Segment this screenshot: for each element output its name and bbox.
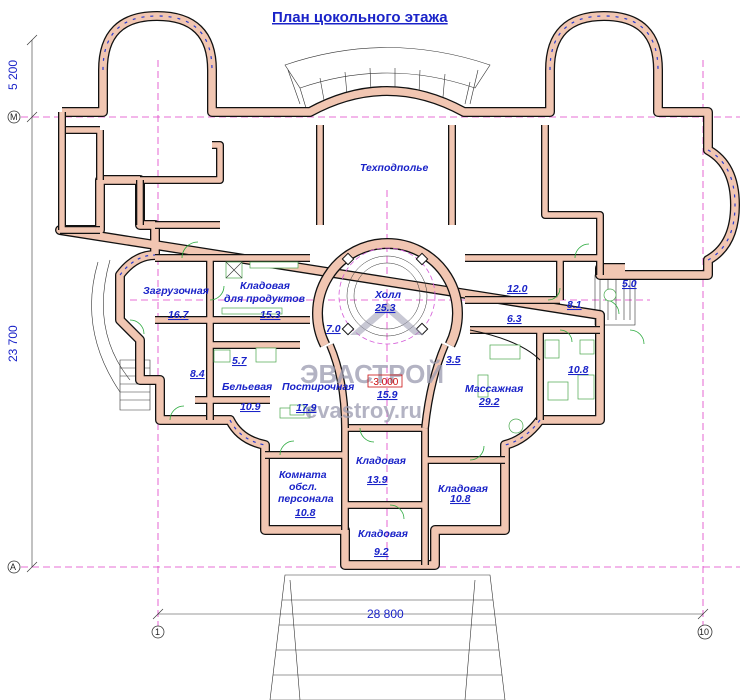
dim-height-main: 23 700 [6, 325, 20, 362]
windows [102, 15, 736, 446]
room-area-6-3: 6.3 [507, 313, 522, 325]
room-area-7-0: 7.0 [326, 323, 341, 335]
room-area-5-7: 5.7 [232, 355, 248, 367]
room-label-kladovaya-1: Кладовая [356, 455, 406, 467]
fixtures [213, 261, 617, 434]
room-label-belevaya: Бельевая [222, 381, 272, 393]
room-label-kladovaya-products: Кладовая [240, 280, 290, 292]
axis-10-label: 10 [699, 627, 709, 637]
dimension-lines [26, 34, 709, 620]
room-label-postirochnaya: Постирочная [282, 381, 354, 393]
room-area-postirochnaya: 17.9 [296, 402, 317, 414]
room-label-kladovaya-products-2: для продуктов [224, 293, 306, 305]
room-label-komnata-3: персонала [278, 493, 334, 505]
room-area-3-5: 3.5 [446, 354, 461, 366]
room-label-zagruzochnaya: Загрузочная [143, 285, 209, 297]
axis-markers: М А 1 10 [7, 110, 713, 640]
doors [129, 241, 645, 520]
inner-walls [58, 112, 604, 565]
room-area-12: 12.0 [507, 283, 528, 295]
room-label-massazhnaya: Массажная [465, 383, 523, 395]
watermark-brand: ЭВАСТРОЙ [300, 359, 444, 389]
stair-outlines [91, 47, 636, 700]
watermark-site: evastroy.ru [305, 398, 422, 423]
room-area-belevaya: 10.9 [240, 401, 261, 413]
axis-m-label: М [10, 112, 18, 122]
room-area-massazhnaya: 29.2 [478, 396, 500, 408]
room-area-kladovaya-3: 9.2 [374, 546, 389, 558]
dim-height-top: 5 200 [6, 60, 20, 90]
room-label-komnata-2: обсл. [289, 481, 317, 493]
room-label-techpodpolye: Техподполье [360, 162, 428, 174]
room-area-kladovaya-1: 13.9 [367, 474, 388, 486]
axis-lines [10, 60, 740, 630]
round-hall [312, 238, 541, 429]
dim-width-total: 28 800 [367, 607, 404, 621]
watermark: ЭВАСТРОЙ evastroy.ru [300, 302, 444, 423]
room-area-5-0: 5.0 [622, 278, 637, 290]
room-area-kladovaya-products: 15.3 [260, 309, 281, 321]
room-area-8-1: 8.1 [567, 299, 582, 311]
axis-a-label: А [10, 562, 16, 572]
room-label-hall: Холл [374, 289, 402, 301]
room-label-komnata: Комната [279, 469, 327, 481]
room-area-kladovaya-2: 10.8 [450, 493, 471, 505]
plan-title: План цокольного этажа [272, 9, 448, 26]
axis-1-label: 1 [155, 627, 160, 637]
elevation-mark: -3.000 [370, 377, 399, 388]
room-area-zagruzochnaya: 16.7 [168, 309, 190, 321]
room-label-kladovaya-2: Кладовая [438, 483, 488, 495]
room-labels: Техподполье Загрузочная 16.7 Кладовая дл… [143, 162, 637, 558]
room-area-10-8-bath: 10.8 [568, 364, 589, 376]
room-area-hall: 25.3 [374, 302, 396, 314]
room-area-8-4: 8.4 [190, 368, 205, 380]
room-area-komnata: 10.8 [295, 507, 316, 519]
room-label-kladovaya-3: Кладовая [358, 528, 408, 540]
room-area-15-9: 15.9 [377, 389, 398, 401]
